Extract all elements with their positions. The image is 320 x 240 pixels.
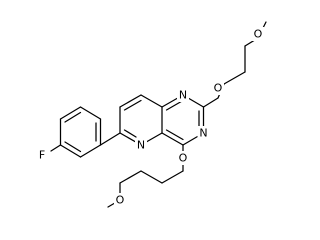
bond bbox=[99, 132, 121, 146]
bond-double-inner bbox=[123, 99, 142, 111]
bond-double-inner bbox=[123, 129, 137, 138]
bond bbox=[161, 170, 184, 184]
bond-double-inner bbox=[64, 141, 82, 153]
bond bbox=[223, 71, 246, 85]
bond bbox=[119, 170, 142, 184]
fluorine-label: F bbox=[39, 149, 45, 162]
bond bbox=[140, 94, 163, 108]
bond bbox=[119, 94, 142, 108]
bond bbox=[161, 132, 184, 146]
pyridine-nitrogen-label: N bbox=[137, 139, 145, 152]
bond bbox=[50, 144, 62, 152]
bond bbox=[140, 170, 163, 184]
ether-oxygen-lower-label: O bbox=[179, 152, 188, 165]
bond bbox=[79, 106, 102, 120]
bond bbox=[59, 144, 82, 158]
bond-double-inner bbox=[165, 99, 184, 111]
bond bbox=[79, 144, 102, 158]
pyrimidine-nitrogen-right-label: N bbox=[199, 127, 207, 140]
pyrimidine-nitrogen-top-label: N bbox=[179, 89, 187, 102]
ether-oxygen-upper-label: O bbox=[214, 82, 223, 95]
structure-canvas: F N N N O O O O bbox=[36, 21, 267, 208]
bond-double-inner bbox=[64, 111, 82, 123]
bonds bbox=[50, 21, 267, 208]
methoxy-oxygen-upper-label: O bbox=[254, 28, 263, 41]
bond bbox=[59, 106, 82, 120]
bond bbox=[202, 97, 219, 108]
bond-double-inner bbox=[165, 129, 184, 141]
atom-labels: F N N N O O O O bbox=[36, 27, 264, 207]
methoxy-oxygen-lower-label: O bbox=[116, 194, 125, 207]
chemical-structure-diagram: F N N N O O O O bbox=[36, 21, 267, 208]
